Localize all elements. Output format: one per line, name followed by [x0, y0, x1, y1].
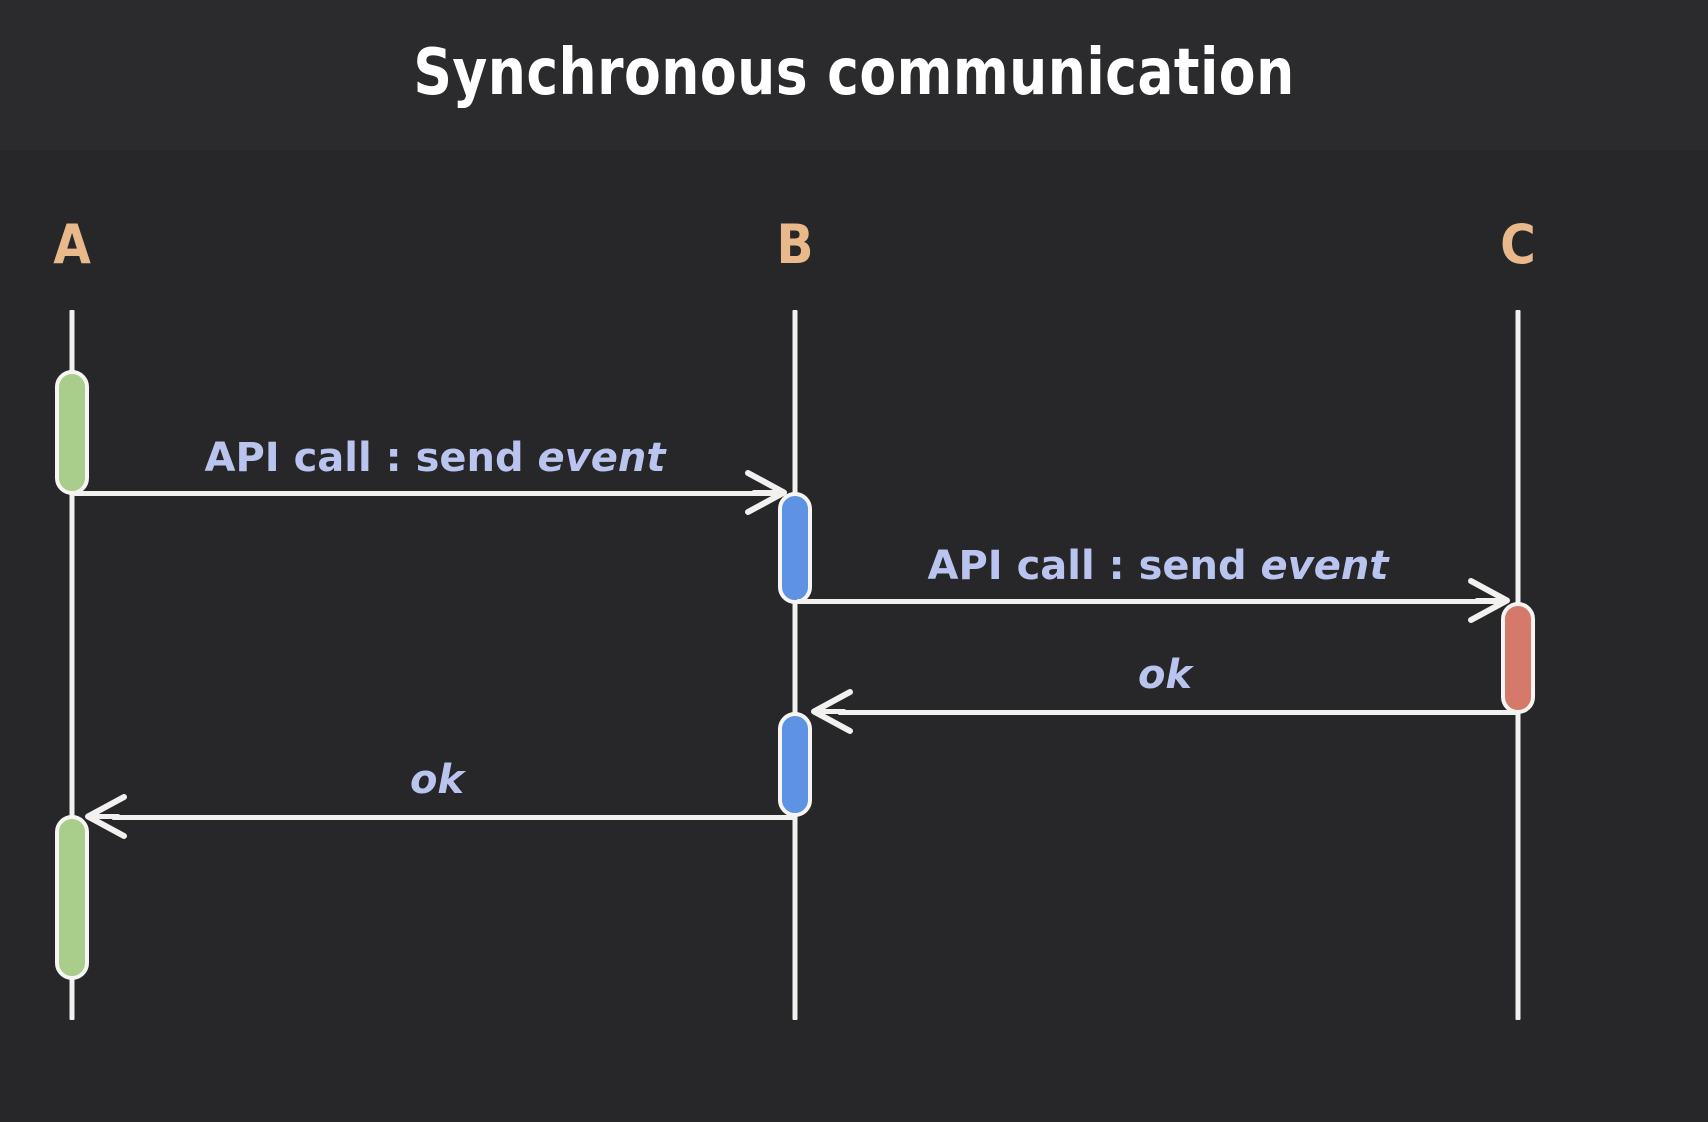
activation-bar-a-1: [55, 370, 89, 495]
message-label-3: ok: [1137, 652, 1193, 698]
activation-bar-a-2: [55, 815, 89, 980]
message-arrow-line-4: [112, 815, 795, 820]
message-arrow-line-3: [838, 710, 1518, 715]
activation-bar-c-1: [1501, 602, 1535, 714]
message-label-2: API call : send event: [928, 546, 1389, 586]
message-2-italic: event: [1260, 543, 1389, 589]
message-2-plain: API call : send: [927, 543, 1261, 589]
message-arrow-line-1: [74, 491, 778, 496]
message-arrow-line-2: [797, 599, 1501, 604]
message-1-italic: event: [537, 435, 666, 481]
lifeline-a: [69, 310, 75, 1020]
lifeline-b: [792, 310, 798, 1020]
message-1-plain: API call : send: [204, 435, 538, 481]
page-title: Synchronous communication: [413, 36, 1295, 110]
message-label-1: API call : send event: [205, 438, 666, 478]
message-label-4: ok: [409, 757, 465, 803]
actor-label-a: A: [53, 213, 91, 276]
actor-label-b: B: [776, 213, 814, 276]
activation-bar-b-2: [778, 712, 812, 817]
activation-bar-b-1: [778, 492, 812, 604]
actor-label-c: C: [1500, 213, 1536, 276]
